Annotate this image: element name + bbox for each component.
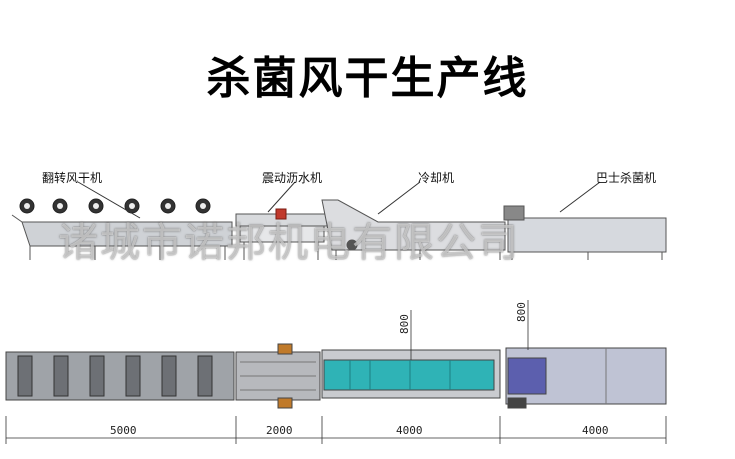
label-cooling: 冷却机: [418, 171, 455, 185]
dimension-4000-cooling: 4000: [396, 424, 423, 437]
label-pasteurizer: 巴士杀菌机: [596, 171, 657, 185]
label-vibration: 震动沥水机: [262, 171, 323, 185]
dimension-4000-pasteurizer: 4000: [582, 424, 609, 437]
top-view: [5, 343, 667, 409]
dimension-800-cooling: 800: [398, 314, 411, 334]
cooling-belt: [323, 359, 495, 391]
dryer-conveyor: [21, 221, 233, 247]
dimension-lines: [5, 300, 667, 444]
watermark-text: 诸城市诺邦机电有限公司: [58, 220, 520, 266]
side-view: [11, 181, 667, 260]
dryer-top: [5, 351, 235, 401]
cooling-machine: [321, 199, 506, 251]
pasteurizer-machine: [507, 217, 667, 253]
dimension-800-pasteurizer: 800: [515, 302, 528, 322]
dimension-5000: 5000: [110, 424, 137, 437]
label-dryer: 翻转风干机: [42, 171, 103, 185]
dimension-2000: 2000: [266, 424, 293, 437]
page-title: 杀菌风干生产线: [206, 53, 529, 104]
